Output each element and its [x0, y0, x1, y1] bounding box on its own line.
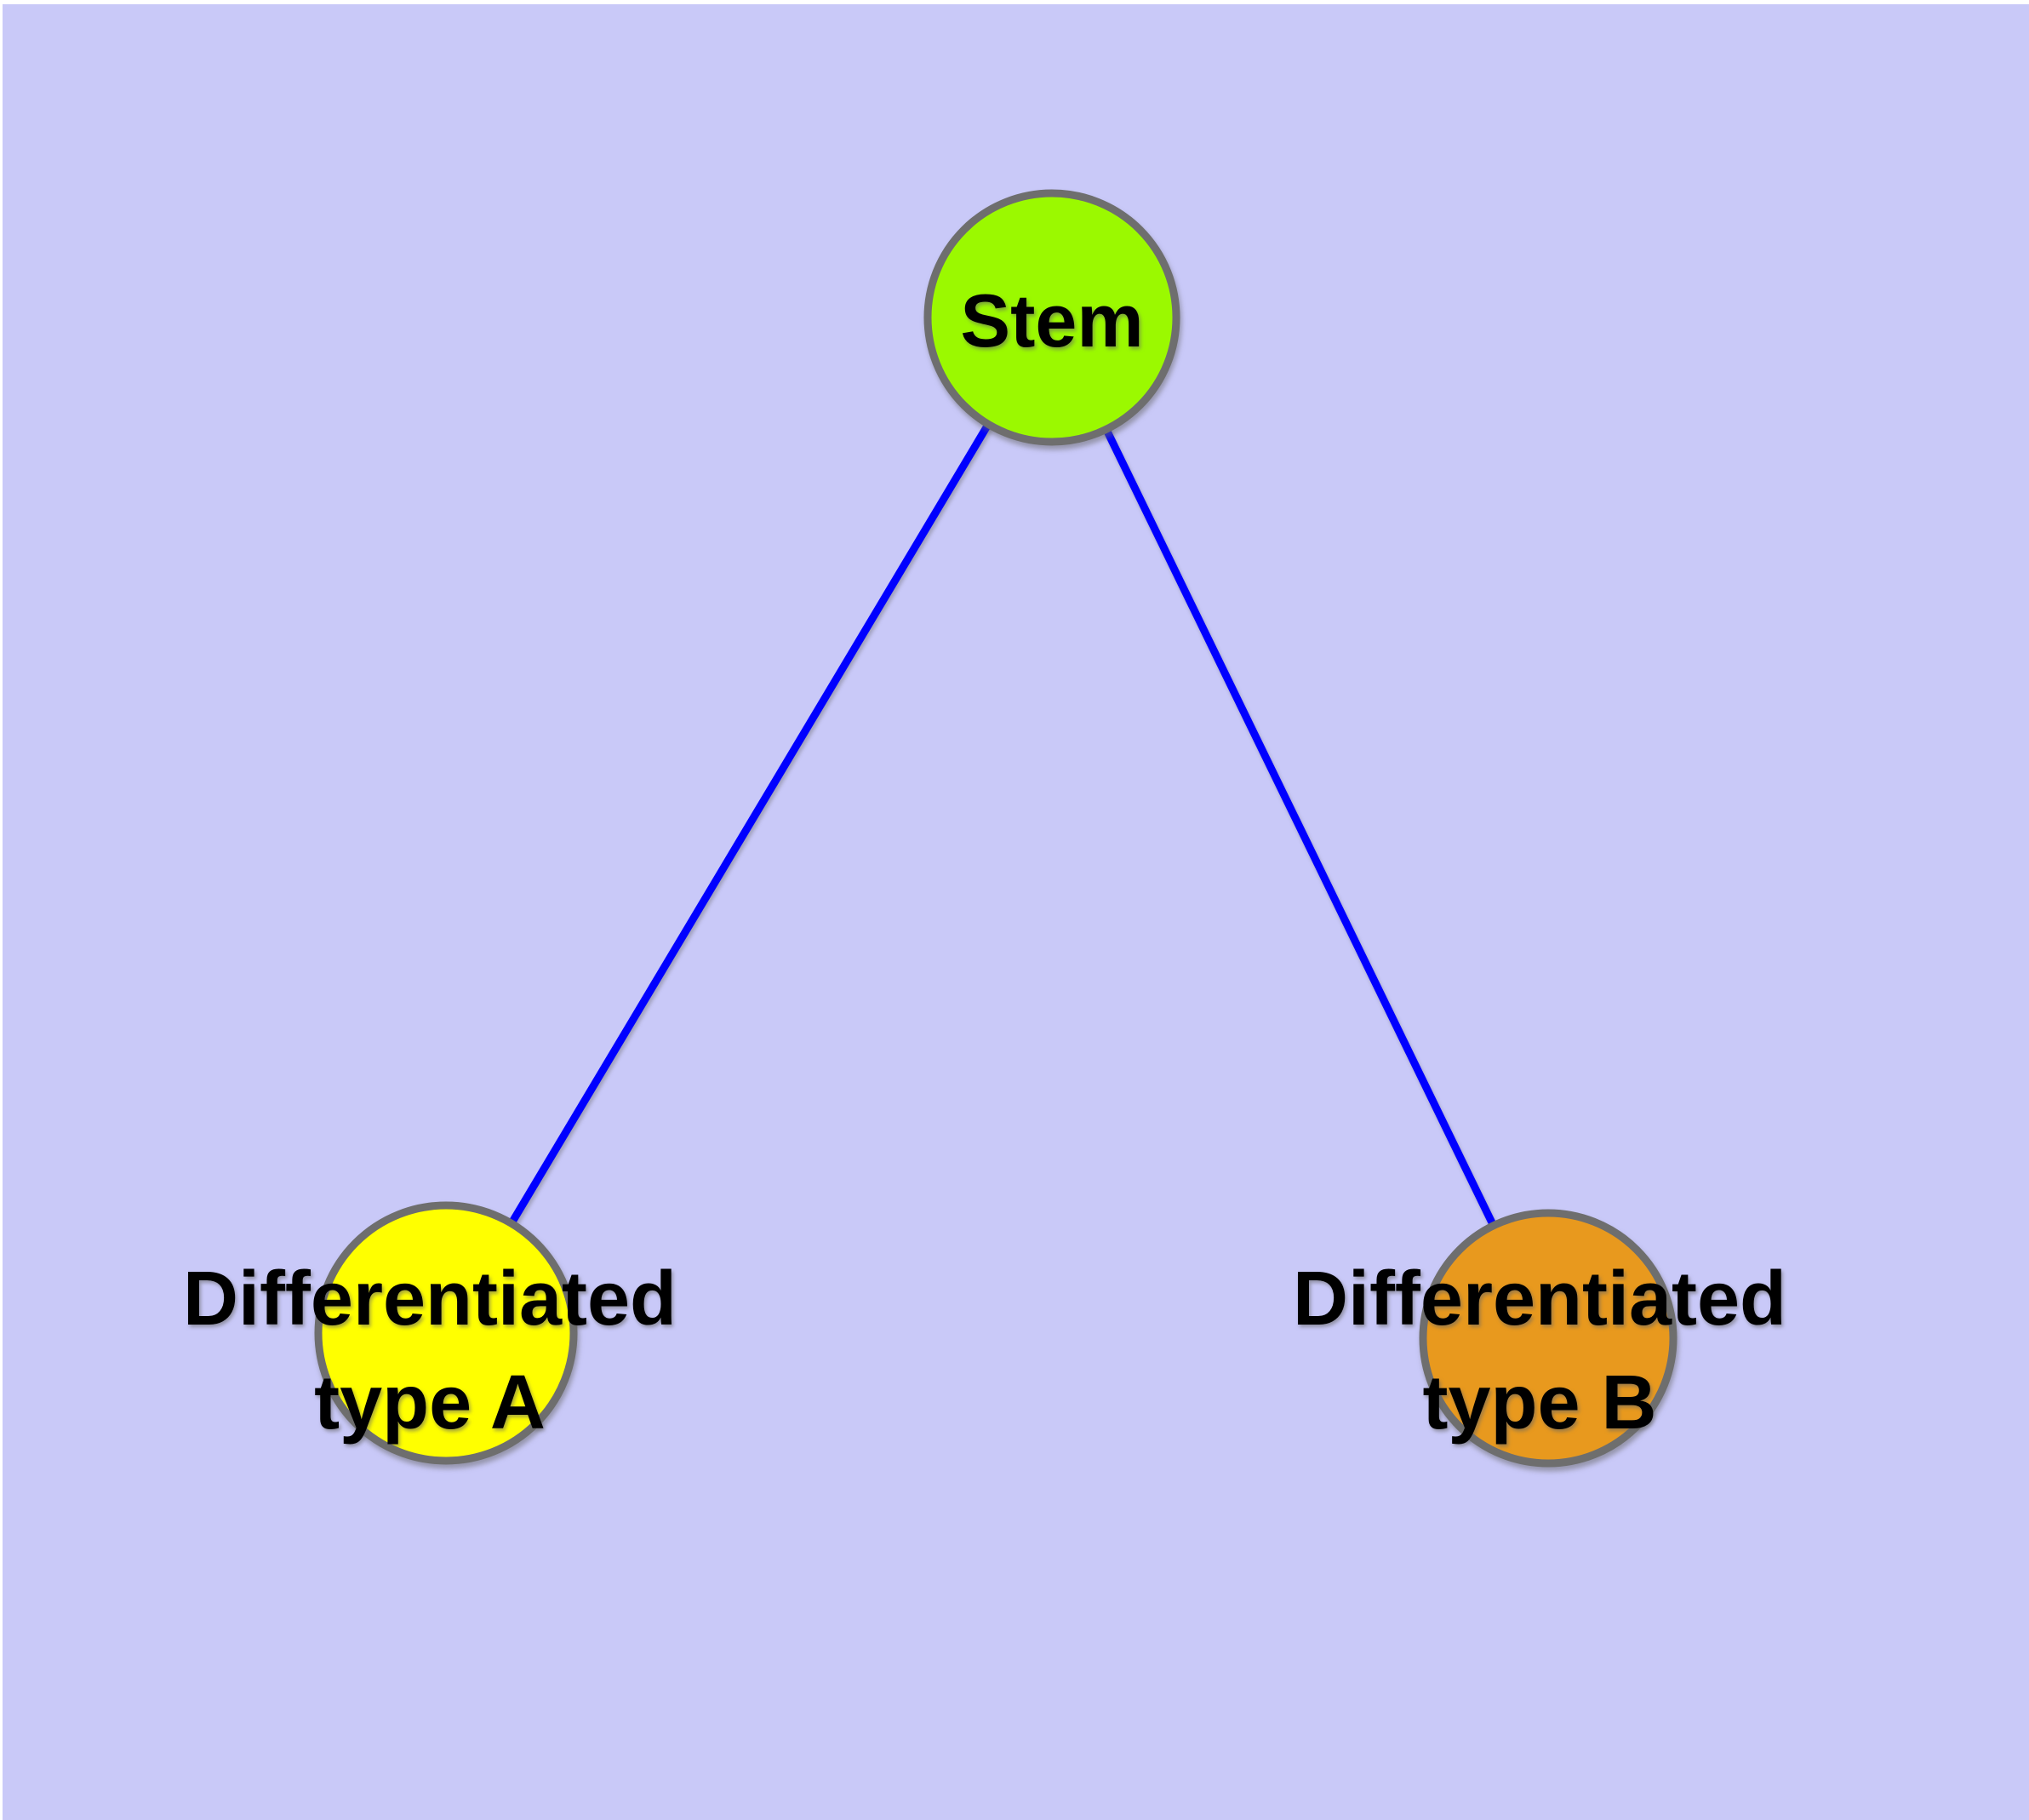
edge-stem-to-type-a — [442, 313, 1056, 1337]
node-stem — [923, 189, 1180, 446]
node-type-b — [1419, 1209, 1677, 1468]
edge-stem-to-type-b — [1048, 313, 1552, 1342]
node-type-a — [314, 1201, 578, 1465]
node-type-b-label-line2: type B — [1422, 1360, 1656, 1445]
node-type-a-label-line2: type A — [314, 1360, 546, 1445]
node-type-a-label-line1: Differentiated — [183, 1256, 677, 1342]
node-stem-label: Stem — [960, 278, 1143, 363]
node-type-b-label-line1: Differentiated — [1293, 1256, 1786, 1342]
